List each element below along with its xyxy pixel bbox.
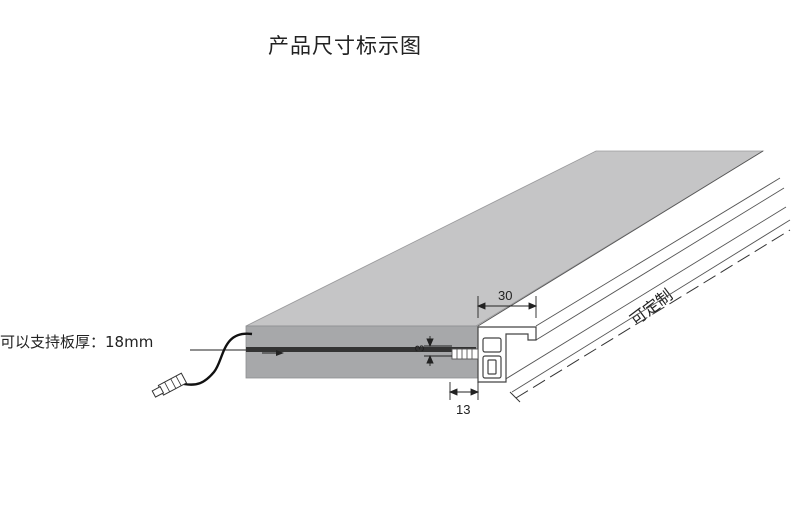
dimension-3-text: 3 xyxy=(412,345,427,352)
custom-length-dashed-line xyxy=(515,229,791,399)
dimension-13-text: 13 xyxy=(456,402,470,417)
profile-extrusion-lines xyxy=(477,150,791,393)
board-thickness-label: 可以支持板厚：18mm xyxy=(0,333,154,351)
dimension-30 xyxy=(476,296,538,318)
diagram-title: 产品尺寸标示图 xyxy=(268,34,422,58)
dimension-3 xyxy=(424,336,452,366)
aluminum-profile-section xyxy=(477,326,537,383)
insert-direction-arrow-head xyxy=(276,350,284,356)
dimension-13 xyxy=(448,382,480,400)
cable-connector xyxy=(151,372,188,398)
dimension-30-text: 30 xyxy=(498,288,512,303)
custom-length-end-tick xyxy=(509,391,521,403)
led-groove xyxy=(246,347,476,352)
power-cable xyxy=(183,332,253,386)
fixing-screw xyxy=(451,348,479,360)
